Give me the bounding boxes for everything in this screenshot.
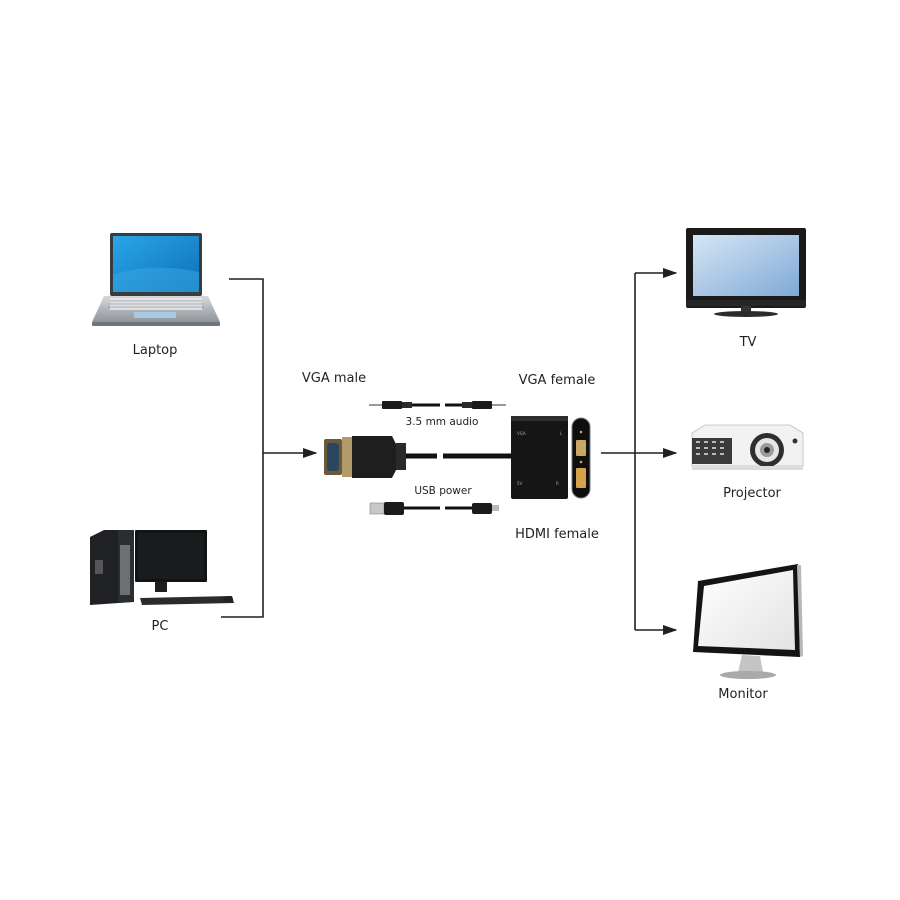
usb-power-label: USB power: [414, 485, 472, 497]
svg-text:L: L: [560, 431, 563, 436]
laptop-label: Laptop: [132, 343, 178, 358]
desktop-pc-icon: [90, 530, 234, 605]
laptop-icon: [92, 233, 220, 326]
usb-cable-icon: [369, 502, 499, 515]
tv-label: TV: [739, 335, 757, 350]
audio-cable-icon: [369, 401, 506, 409]
vga-male-label: VGA male: [301, 371, 367, 386]
tv-icon: [686, 228, 806, 317]
vga-female-label: VGA female: [518, 373, 596, 388]
source-connector-lines: [221, 278, 318, 618]
projector-icon: [691, 424, 804, 470]
adapter-box-icon: VGA L 5V R: [511, 416, 591, 499]
svg-text:5V: 5V: [517, 481, 523, 486]
monitor-label: Monitor: [718, 687, 768, 702]
monitor-icon: [693, 564, 803, 679]
svg-text:VGA: VGA: [517, 431, 526, 436]
destination-connector-lines: [601, 267, 678, 636]
projector-label: Projector: [723, 486, 781, 501]
laptop-line: [221, 278, 264, 618]
pc-label: PC: [151, 619, 169, 634]
audio-label: 3.5 mm audio: [405, 416, 479, 428]
hdmi-female-label: HDMI female: [515, 527, 599, 542]
svg-text:R: R: [556, 481, 559, 486]
vga-male-connector-icon: [324, 436, 512, 478]
